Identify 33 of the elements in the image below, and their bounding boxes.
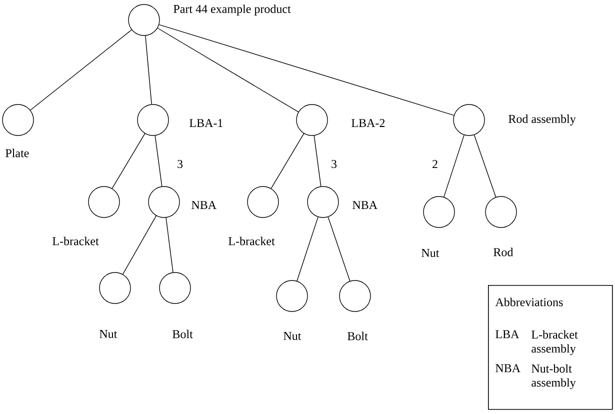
node-label: Rod assembly [508,114,576,126]
node-label: L-bracket [228,236,275,246]
node-label: NBA [192,201,216,209]
quantity-label: 3 [176,158,184,170]
tree-line [122,215,156,275]
tree-line [328,216,350,282]
tree-line [314,135,322,187]
node-label: Nut [422,249,440,257]
tree-line [474,134,496,198]
node-label: LBA-1 [190,119,222,127]
tree-line [30,30,132,110]
node-label: Nut [100,330,118,338]
node-label: Plate [6,148,29,158]
tree-line [444,134,464,198]
tree-line [112,133,146,189]
node-label: Rod [494,248,514,256]
tree-line [158,24,454,116]
node-label: Bolt [348,332,368,340]
quantity-label: 2 [431,159,439,169]
tree-line [157,28,299,112]
quantity-label: 3 [330,158,338,170]
tree-line [145,35,152,105]
node-label: NBA [352,201,378,209]
legend-box: Abbreviations LBA L-bracket assembly NBA Nut-bolt assembly [488,285,613,410]
node-label: L-bracket [52,236,99,246]
node-label: LBA-2 [352,119,385,127]
tree-line [270,133,304,189]
tree-line [166,217,174,273]
node-label: Nut [284,332,302,340]
node-label: Part 44 example product [174,4,291,16]
node-label: Bolt [172,330,193,338]
tree-line [296,216,318,282]
tree-line [154,135,162,187]
